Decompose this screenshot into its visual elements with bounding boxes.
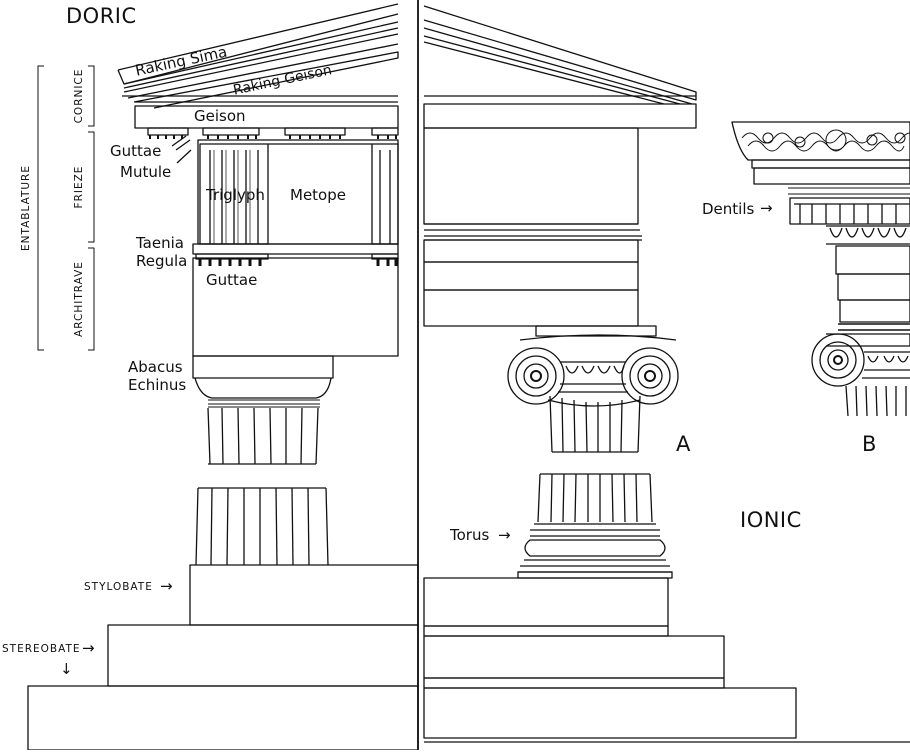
stereobate-down-arrow-icon: ↓ [60, 660, 73, 678]
doric-geison [134, 105, 399, 129]
panel-b-label: B [862, 432, 877, 456]
ionic-architrave [423, 239, 639, 327]
ionic-base [517, 523, 673, 579]
cornice-label: CORNICE [72, 68, 85, 124]
guttae-bottom-label: Guttae [206, 271, 258, 289]
stereobate-label: STEREOBATE [2, 643, 81, 655]
stylobate-label: STYLOBATE [84, 581, 153, 593]
architrave-label: ARCHITRAVE [72, 261, 85, 337]
doric-pediment [117, 3, 399, 109]
entablature-label: ENTABLATURE [19, 165, 32, 251]
ionic-b-architrave-upper [835, 245, 910, 275]
ionic-frieze [423, 127, 639, 225]
echinus-label: Echinus [128, 376, 187, 394]
doric-heading: DORIC [66, 4, 137, 28]
taenia-label: Taenia [136, 234, 184, 252]
ionic-heading: IONIC [740, 508, 802, 532]
doric-echinus [194, 377, 332, 399]
stylobate-arrow-icon: → [160, 577, 173, 595]
doric-shaft-lower [195, 487, 329, 566]
ionic-capital-a [507, 325, 679, 407]
mutule-label: Mutule [120, 163, 172, 181]
ionic-order-drawing-b [731, 121, 910, 417]
ionic-stereobate [423, 687, 797, 739]
dentils-arrow-icon: → [760, 199, 773, 217]
abacus-label: Abacus [128, 358, 183, 376]
frieze-label: FRIEZE [72, 165, 85, 209]
dentils-label: Dentils [702, 200, 755, 218]
ionic-shaft-lower [537, 473, 653, 523]
doric-stylobate [189, 564, 419, 626]
geison-label: Geison [194, 107, 246, 125]
bracket-architrave [88, 247, 95, 351]
ionic-capital-b [811, 333, 910, 417]
regula-label: Regula [136, 252, 188, 270]
ionic-middle-step [423, 635, 725, 679]
bracket-cornice [88, 65, 95, 127]
doric-mutules [147, 127, 399, 139]
triglyph-label: Triglyph [206, 186, 265, 204]
entablature-brackets [37, 65, 95, 351]
torus-arrow-icon: → [498, 526, 511, 544]
doric-abacus [192, 355, 334, 379]
doric-regulae [195, 253, 399, 266]
guttae-top-label: Guttae [110, 142, 162, 160]
ionic-b-dentils [789, 197, 910, 225]
torus-label: Torus [450, 526, 490, 544]
doric-taenia [192, 243, 399, 255]
ionic-b-scrollwork [741, 129, 910, 152]
ionic-b-egg-dart [826, 225, 910, 245]
ionic-shaft-upper [549, 395, 641, 453]
ionic-pediment [423, 5, 697, 105]
stereobate-arrow-icon: → [82, 639, 95, 657]
doric-stereobate [27, 685, 419, 751]
metope-label: Metope [290, 186, 346, 204]
bracket-frieze [88, 131, 95, 243]
doric-middle-step [107, 624, 419, 687]
bracket-entablature [37, 65, 44, 351]
ionic-stylobate [423, 577, 669, 627]
ionic-geison [423, 103, 697, 129]
panel-a-label: A [676, 432, 691, 456]
doric-shaft-upper [207, 407, 319, 465]
ionic-order-drawing [423, 5, 910, 743]
doric-order-drawing [27, 3, 419, 751]
